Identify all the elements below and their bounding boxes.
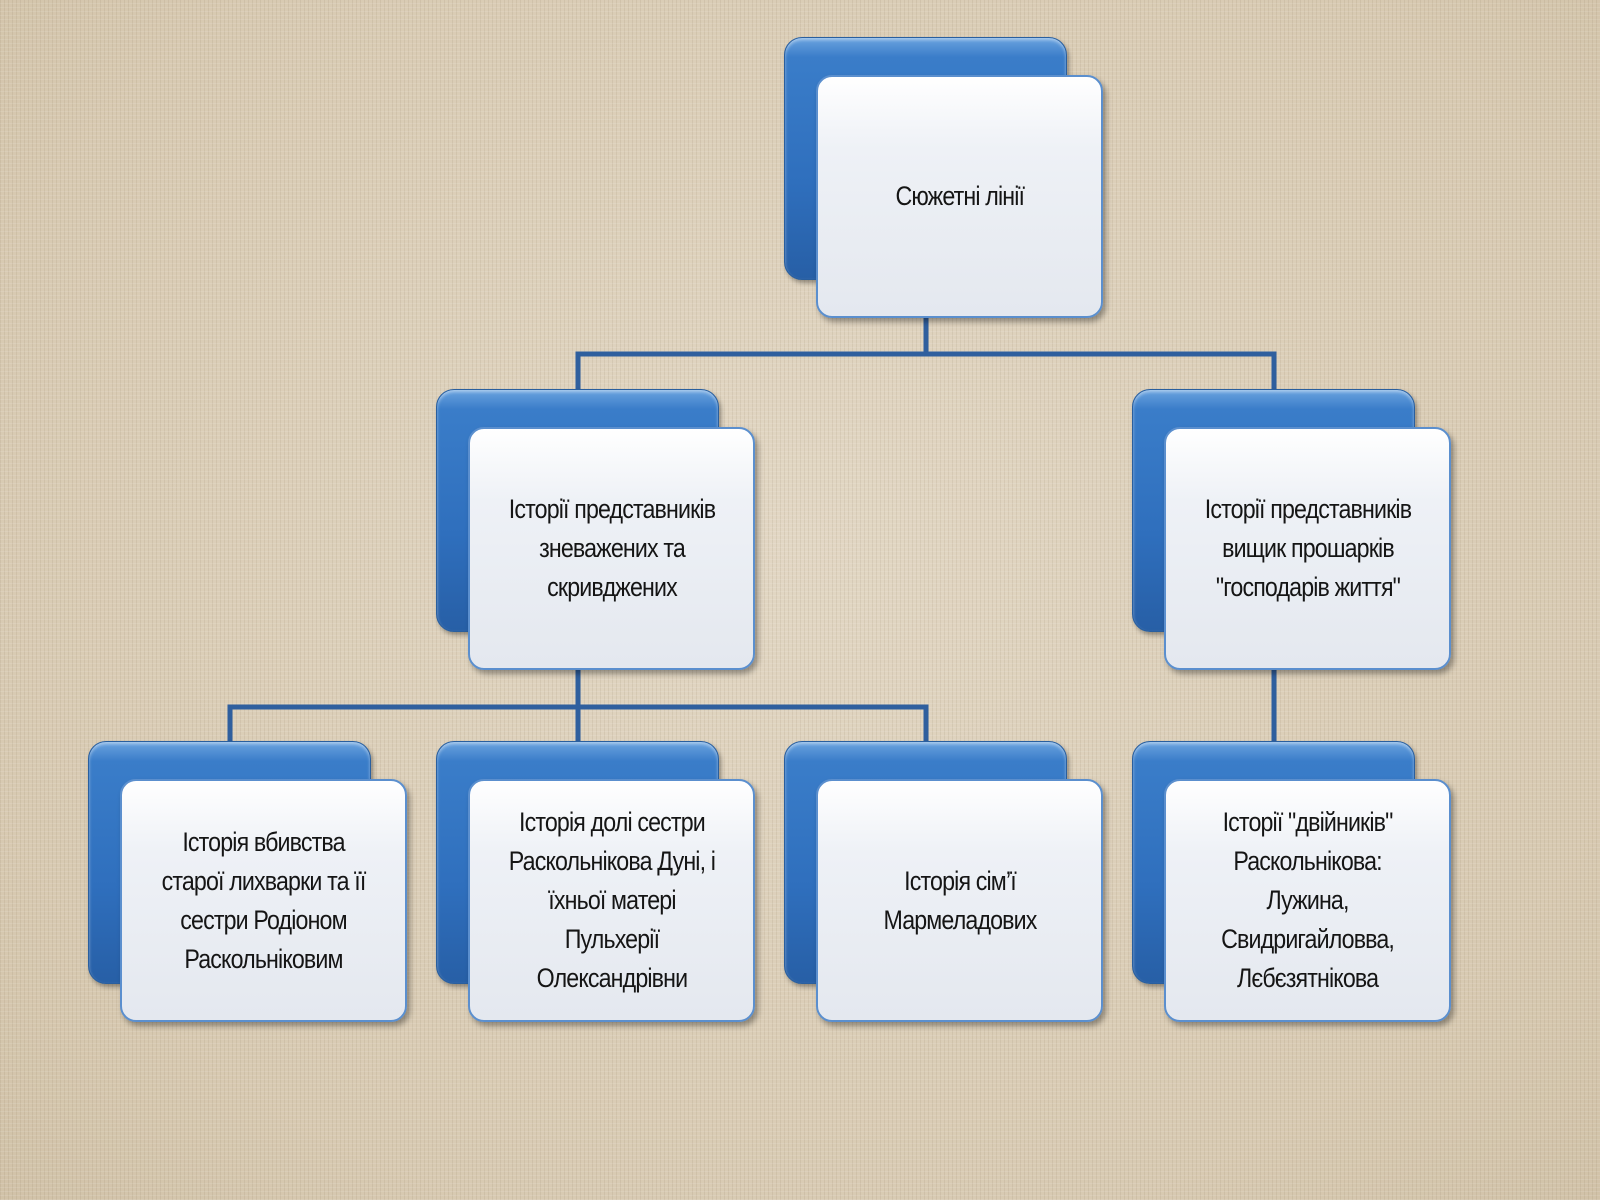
left-branch-label: Історії представників зневажених та скри…	[508, 494, 715, 602]
root-node-front-box: Сюжетні лінії	[816, 75, 1103, 318]
left-branch-front-box: Історії представників зневажених та скри…	[468, 427, 755, 670]
leaf-3-front-box: Історія сім’ї Мармеладових	[816, 779, 1103, 1022]
right-branch-label: Історії представників вищик прошарків "г…	[1204, 494, 1411, 602]
leaf-1-label: Історія вбивства старої лихварки та її с…	[161, 826, 367, 974]
leaf-3-label: Історія сім’ї Мармеладових	[882, 865, 1037, 935]
leaf-2-front-box: Історія долі сестри Раскольнікова Дуні, …	[468, 779, 755, 1022]
leaf-4-label: Історії "двійників" Раскольнікова: Лужин…	[1221, 807, 1395, 993]
leaf-4-front-box: Історії "двійників" Раскольнікова: Лужин…	[1164, 779, 1451, 1022]
root-node-label: Сюжетні лінії	[895, 181, 1024, 211]
leaf-1-front-box: Історія вбивства старої лихварки та її с…	[120, 779, 407, 1022]
right-branch-front-box: Історії представників вищик прошарків "г…	[1164, 427, 1451, 670]
leaf-2-label: Історія долі сестри Раскольнікова Дуні, …	[508, 807, 715, 993]
